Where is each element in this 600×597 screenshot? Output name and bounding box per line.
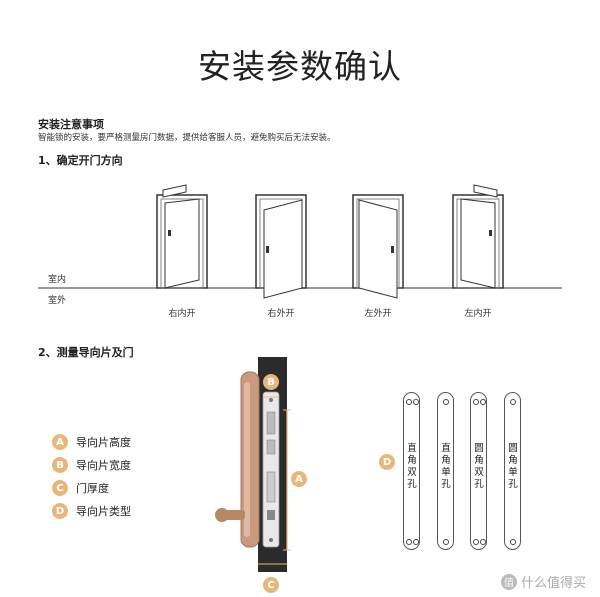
plate-label-1: 直角双孔 [407, 443, 417, 490]
door-label-1: 右内开 [168, 309, 196, 319]
plate-label-2: 直角单孔 [441, 443, 451, 490]
notes-text: 智能锁的安装，要严格测量房门数据，提供给客服人员，避免购买后无法安装。 [38, 133, 336, 143]
door-label-2: 右外开 [267, 309, 295, 319]
badge-d: D [52, 503, 68, 519]
plate-label-3: 圆角双孔 [474, 443, 484, 490]
plate-square-double: 直角双孔 [403, 392, 420, 550]
marker-a: A [291, 471, 307, 487]
legend-label-c: 门厚度 [76, 482, 109, 495]
marker-b: B [263, 374, 279, 390]
door-right-inward [156, 184, 208, 289]
door-right-outward [255, 194, 307, 299]
watermark: 值 什么值得买 [500, 572, 586, 591]
legend-label-d: 导向片类型 [76, 505, 131, 518]
badge-b: B [52, 457, 68, 473]
legend-label-b: 导向片宽度 [76, 459, 131, 472]
marker-c: C [263, 577, 279, 593]
plate-round-single: 圆角单孔 [504, 392, 521, 550]
door-direction-diagram [38, 184, 562, 299]
outdoor-label: 室外 [48, 296, 67, 306]
legend-item-a: A 导向片高度 [52, 434, 131, 450]
plate-square-single: 直角单孔 [437, 392, 454, 550]
legend-item-c: C 门厚度 [52, 480, 131, 496]
indoor-label: 室内 [48, 275, 67, 285]
plate-label-4: 圆角单孔 [508, 443, 518, 490]
lock-measure-diagram [215, 357, 291, 572]
door-label-4: 左内开 [464, 309, 492, 319]
door-label-3: 左外开 [364, 309, 392, 319]
door-left-outward [352, 194, 404, 299]
badge-a: A [52, 434, 68, 450]
section1-heading: 1、确定开门方向 [38, 154, 123, 167]
plate-round-double: 圆角双孔 [470, 392, 487, 550]
legend-item-d: D 导向片类型 [52, 503, 131, 519]
legend-label-a: 导向片高度 [76, 436, 131, 449]
door-left-inward [452, 184, 504, 289]
badge-c: C [52, 480, 68, 496]
page-title: 安装参数确认 [198, 47, 402, 86]
section2-heading: 2、测量导向片及门 [38, 346, 134, 359]
legend-item-b: B 导向片宽度 [52, 457, 131, 473]
marker-d: D [379, 454, 395, 470]
legend: A 导向片高度 B 导向片宽度 C 门厚度 D 导向片类型 [52, 434, 131, 519]
watermark-icon: 值 [500, 573, 517, 590]
notes-heading: 安装注意事项 [38, 118, 104, 131]
watermark-text: 什么值得买 [520, 576, 586, 591]
